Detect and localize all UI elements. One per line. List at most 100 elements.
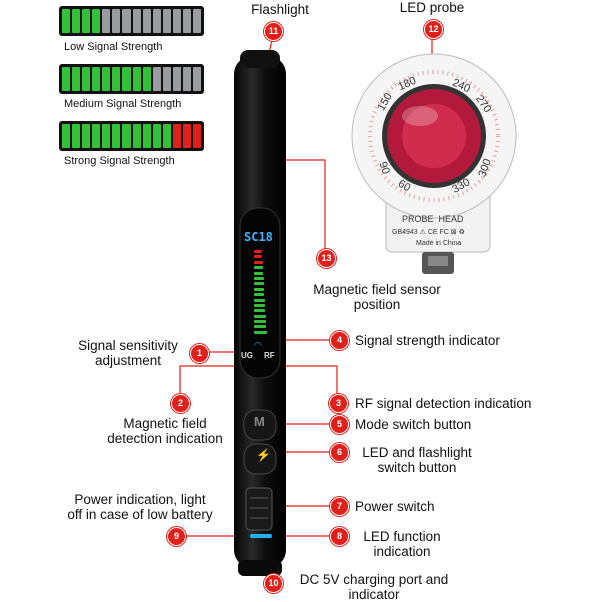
led-probe: [351, 53, 517, 274]
strength-led-bars: [254, 250, 268, 336]
meter-segment: [112, 124, 121, 148]
meter-segment: [92, 67, 101, 91]
label-sensitivity: Signal sensitivity adjustment: [78, 338, 178, 368]
medium-signal-label: Medium Signal Strength: [64, 98, 182, 110]
meter-segment: [122, 9, 131, 33]
meter-segment: [152, 67, 161, 91]
low-signal-label: Low Signal Strength: [64, 41, 163, 53]
meter-segment: [62, 9, 71, 33]
meter-segment: [112, 9, 121, 33]
badge-8: 8: [330, 527, 349, 546]
meter-segment: [172, 124, 181, 148]
medium-signal-meter: [59, 64, 204, 94]
screen-led-bar: [254, 266, 263, 270]
label-magnetic-indication: Magnetic field detection indication: [107, 416, 223, 446]
low-signal-meter: [59, 6, 204, 36]
screen-led-bar: [254, 282, 264, 286]
label-magnetic-sensor: Magnetic field sensor position: [313, 282, 441, 312]
meter-segment: [72, 124, 81, 148]
meter-segment: [132, 9, 141, 33]
meter-segment: [132, 124, 141, 148]
meter-segment: [193, 9, 202, 33]
badge-6: 6: [330, 443, 349, 462]
meter-segment: [112, 67, 121, 91]
meter-segment: [62, 67, 71, 91]
mode-m-icon[interactable]: M: [254, 414, 265, 429]
badge-12: 12: [424, 20, 443, 39]
meter-segment: [122, 124, 131, 148]
screen-led-bar: [254, 260, 263, 264]
meter-segment: [132, 67, 141, 91]
screen-led-bar: [254, 255, 263, 259]
meter-segment: [142, 9, 151, 33]
badge-4: 4: [330, 331, 349, 350]
meter-segment: [182, 9, 192, 33]
wifi-icon: ◠: [254, 340, 262, 350]
label-mode-switch: Mode switch button: [355, 417, 472, 432]
flash-icon[interactable]: ⚡: [256, 448, 271, 462]
meter-segment: [152, 124, 161, 148]
screen-led-bar: [254, 320, 266, 324]
meter-segment: [162, 124, 171, 148]
label-led-probe: LED probe: [399, 0, 465, 15]
screen-led-bar: [254, 325, 267, 329]
screen-led-bar: [254, 298, 265, 302]
meter-segment: [193, 124, 202, 148]
meter-segment: [172, 9, 181, 33]
screen-led-bar: [254, 250, 262, 253]
meter-segment: [152, 9, 161, 33]
meter-segment: [92, 9, 101, 33]
screen-led-bar: [254, 293, 265, 297]
meter-segment: [102, 67, 111, 91]
screen-led-bar: [254, 330, 267, 334]
meter-segment: [102, 124, 111, 148]
badge-13: 13: [317, 249, 336, 268]
meter-segment: [72, 9, 81, 33]
label-power-indication: Power indication, light off in case of l…: [67, 492, 213, 522]
meter-segment: [92, 124, 101, 148]
screen-model-text: SC18: [244, 230, 273, 244]
meter-segment: [162, 9, 171, 33]
meter-segment: [102, 9, 111, 33]
rf-label: RF: [264, 351, 275, 360]
screen-led-bar: [254, 309, 266, 313]
probe-made-text: Made in China: [416, 240, 462, 247]
screen-led-bar: [254, 271, 264, 275]
badge-1: 1: [190, 344, 209, 363]
meter-segment: [82, 124, 91, 148]
label-strength-indicator: Signal strength indicator: [355, 333, 500, 348]
screen-led-bar: [254, 276, 264, 280]
strong-signal-label: Strong Signal Strength: [64, 155, 175, 167]
badge-5: 5: [330, 415, 349, 434]
badge-2: 2: [171, 394, 190, 413]
badge-3: 3: [329, 394, 348, 413]
label-flashlight: Flashlight: [251, 2, 309, 17]
probe-head-text: PROBE HEAD: [402, 214, 464, 224]
meter-segment: [62, 124, 71, 148]
meter-segment: [142, 124, 151, 148]
strong-signal-meter: [59, 121, 204, 151]
probe-cert-text: GB4943 ⚠ CE FC ⊠ ♻: [392, 229, 465, 236]
ug-label: UG: [241, 351, 253, 360]
meter-segment: [182, 67, 192, 91]
meter-segment: [72, 67, 81, 91]
label-led-function: LED function indication: [363, 529, 441, 559]
meter-segment: [172, 67, 181, 91]
label-rf-indication: RF signal detection indication: [355, 396, 532, 411]
label-led-flash-switch: LED and flashlight switch button: [362, 445, 472, 475]
screen-led-bar: [254, 314, 266, 318]
meter-segment: [162, 67, 171, 91]
meter-segment: [142, 67, 151, 91]
meter-segment: [82, 67, 91, 91]
badge-9: 9: [167, 527, 186, 546]
badge-10: 10: [264, 574, 283, 593]
label-power-switch: Power switch: [355, 499, 435, 514]
badge-7: 7: [330, 497, 349, 516]
screen-led-bar: [254, 287, 265, 291]
badge-11: 11: [264, 22, 283, 41]
label-charging-port: DC 5V charging port and indicator: [299, 572, 449, 602]
meter-segment: [122, 67, 131, 91]
meter-segment: [193, 67, 202, 91]
screen-led-bar: [254, 303, 265, 307]
meter-segment: [82, 9, 91, 33]
